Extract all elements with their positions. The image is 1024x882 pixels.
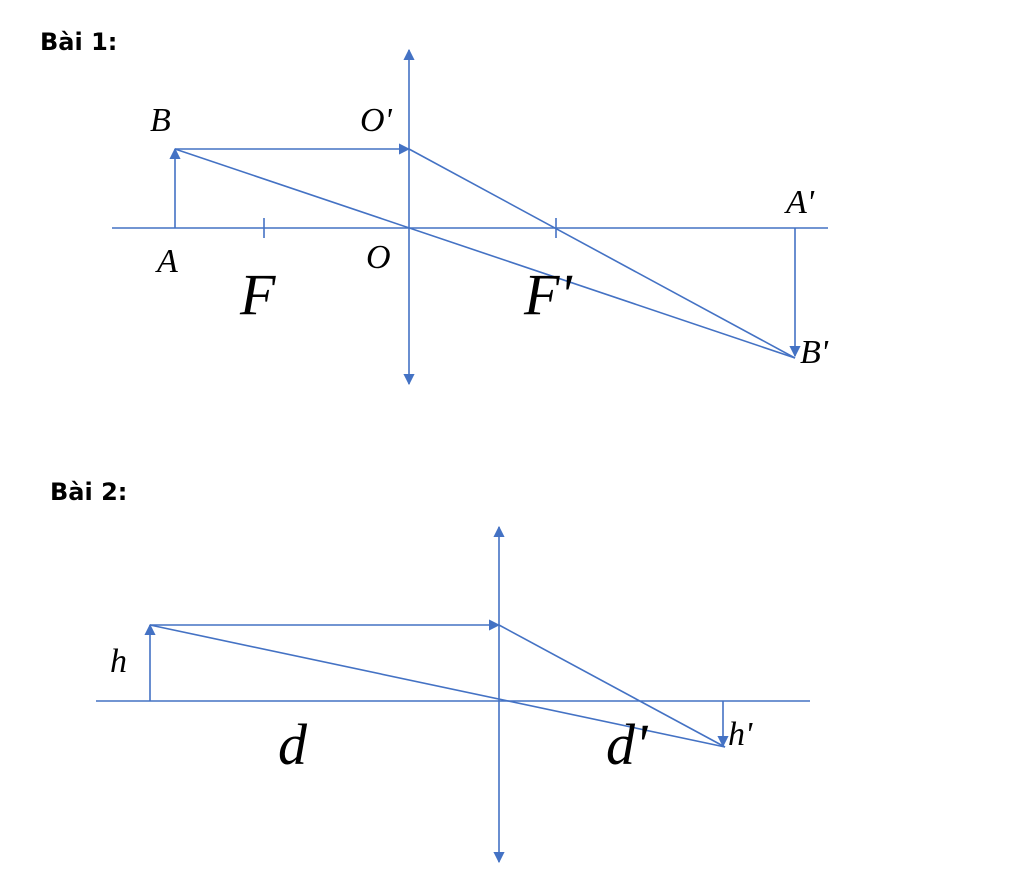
label-A-prime: A' [784,184,815,221]
label-B: B [150,102,171,139]
label-F-prime: F' [523,262,573,327]
diagram-1: B O' A' A O F F' B' [112,48,829,386]
label-h-prime: h' [728,716,753,753]
diagram-2: h d d' h' [96,525,810,864]
label-B-prime: B' [800,334,829,371]
label-h: h [110,643,127,680]
label-O: O [366,239,391,276]
label-d-prime: d' [606,712,649,777]
ray-center-1 [174,148,796,359]
label-F: F [239,262,276,327]
heading-bai-2: Bài 2: [50,478,128,506]
ray-refracted-2 [498,624,726,748]
label-d: d [278,712,308,777]
label-O-prime: O' [360,102,393,139]
heading-bai-1: Bài 1: [40,28,118,56]
ray-center-2 [149,624,726,748]
label-A: A [155,243,178,280]
ray-refracted-1 [408,148,796,359]
